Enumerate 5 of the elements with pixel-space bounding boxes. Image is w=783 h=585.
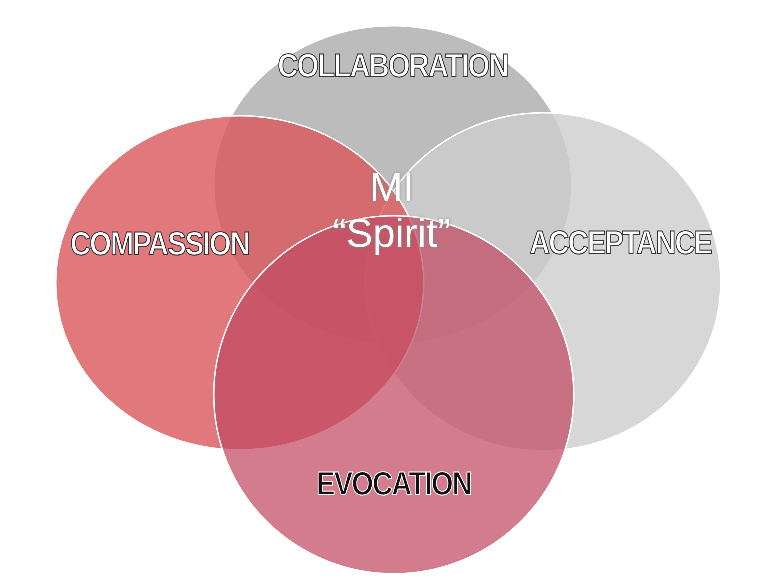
center-label: MI “Spirit” xyxy=(332,165,452,257)
circle-label: ACCEPTANCE xyxy=(530,224,710,262)
circle-label: EVOCATION xyxy=(316,465,472,503)
circle-label: COLLABORATION xyxy=(276,47,510,85)
circle-label: COMPASSION xyxy=(70,225,250,263)
